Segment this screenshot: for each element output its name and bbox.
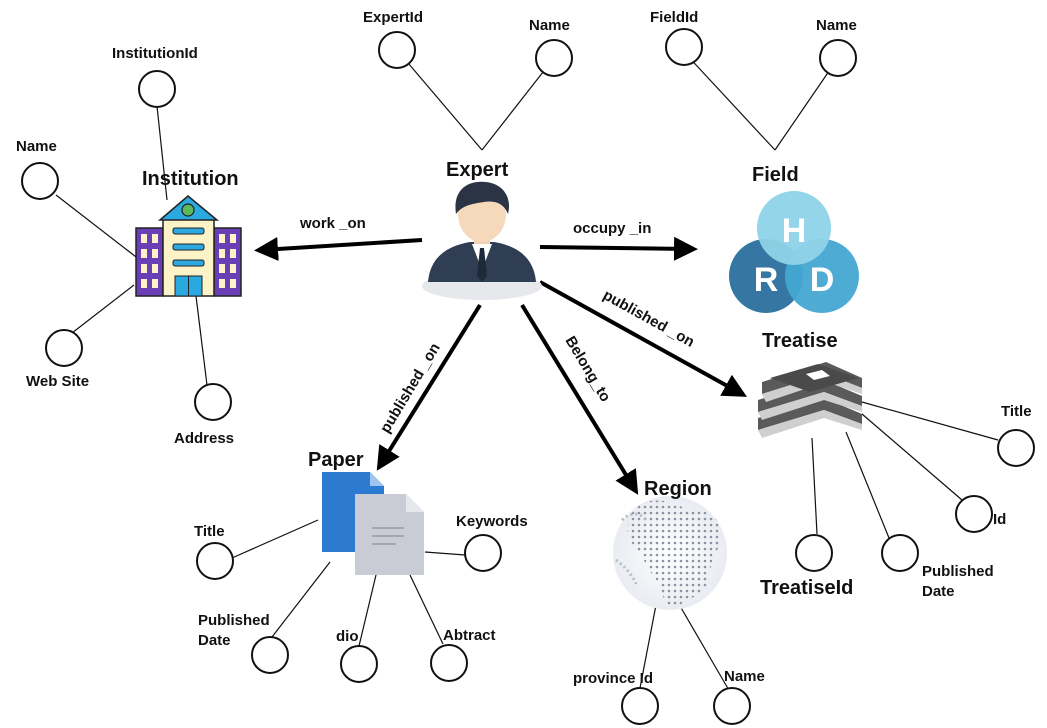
institution-id-line	[156, 105, 168, 201]
institution-website-node	[45, 329, 83, 367]
paper-dio-label: dio	[336, 628, 359, 645]
relationship-arrows	[254, 236, 747, 495]
paper-date-node	[251, 636, 289, 674]
institution-name-label: Name	[16, 138, 57, 155]
paper-abstract-line	[409, 574, 444, 645]
paper-date-line	[271, 561, 331, 638]
field-id-line	[683, 51, 776, 151]
institution-address-label: Address	[174, 430, 234, 447]
treatise-treatiseid-line	[811, 437, 818, 535]
attribute-lines	[55, 49, 999, 693]
expert-label: Expert	[446, 159, 509, 181]
occupy-in-label: occupy _in	[573, 220, 651, 237]
institution-name-node	[21, 162, 59, 200]
belong-to-arrow	[520, 303, 639, 495]
paper-abstract-label: Abtract	[443, 627, 496, 644]
field-id-label: FieldId	[650, 9, 698, 26]
field-name-node	[819, 39, 857, 77]
paper-date-label-2: Date	[198, 632, 231, 649]
published-on-treatise-arrow	[539, 280, 747, 397]
institution-id-node	[138, 70, 176, 108]
institution-name-line	[55, 194, 141, 261]
institution-label: Institution	[142, 168, 239, 190]
region-province-line	[639, 604, 657, 689]
institution-icon	[135, 195, 242, 297]
expert-id-line	[396, 49, 483, 151]
attribute-nodes	[21, 28, 1035, 725]
region-label: Region	[644, 478, 712, 500]
paper-abstract-node	[430, 644, 468, 682]
region-name-label: Name	[724, 668, 765, 685]
expert-icon	[422, 181, 542, 300]
paper-title-node	[196, 542, 234, 580]
paper-keywords-label: Keywords	[456, 513, 528, 530]
region-province-node	[621, 687, 659, 725]
published-on-paper-arrow	[376, 303, 482, 471]
treatise-treatiseid-label: TreatiseId	[760, 577, 853, 599]
paper-label: Paper	[308, 449, 364, 471]
institution-address-node	[194, 383, 232, 421]
region-province-label: province Id	[573, 670, 653, 687]
field-label: Field	[752, 164, 799, 186]
treatise-date-node	[881, 534, 919, 572]
occupy-in-arrow	[539, 236, 698, 261]
institution-id-label: InstitutionId	[112, 45, 198, 62]
expert-name-node	[535, 39, 573, 77]
region-icon	[613, 496, 727, 610]
region-name-line	[679, 605, 731, 693]
paper-keywords-line	[424, 551, 466, 556]
paper-title-line	[231, 519, 319, 559]
belong-to-label: Belong_to	[562, 333, 614, 405]
treatise-treatiseid-node	[795, 534, 833, 572]
work-on-arrow	[254, 237, 423, 261]
field-icon-h: H	[782, 212, 807, 250]
treatise-date-line	[845, 431, 890, 539]
field-icon: H R D	[729, 191, 859, 313]
region-name-node	[713, 687, 751, 725]
paper-icon	[322, 472, 424, 575]
treatise-date-label-1: Published	[922, 563, 994, 580]
field-icon-d: D	[810, 261, 835, 299]
treatise-label: Treatise	[762, 330, 838, 352]
paper-keywords-node	[464, 534, 502, 572]
treatise-id-line	[861, 413, 963, 501]
institution-website-line	[71, 284, 135, 334]
attribute-labels: ExpertId Name FieldId Name InstitutionId…	[16, 9, 1032, 687]
paper-dio-line	[358, 574, 377, 647]
institution-address-line	[195, 295, 208, 386]
published-on-paper-label: published _on	[377, 340, 444, 436]
expert-name-line	[481, 57, 555, 151]
paper-dio-node	[340, 645, 378, 683]
treatise-title-line	[861, 401, 999, 441]
field-icon-r: R	[754, 261, 779, 299]
treatise-id-node	[955, 495, 993, 533]
expert-name-label: Name	[529, 17, 570, 34]
treatise-title-label: Title	[1001, 403, 1032, 420]
field-name-label: Name	[816, 17, 857, 34]
paper-date-label-1: Published	[198, 612, 270, 629]
field-id-node	[665, 28, 703, 66]
work-on-label: work _on	[299, 215, 366, 232]
treatise-id-label: Id	[993, 511, 1006, 528]
treatise-title-node	[997, 429, 1035, 467]
treatise-icon	[758, 362, 862, 438]
expert-id-label: ExpertId	[363, 9, 423, 26]
institution-website-label: Web Site	[26, 373, 89, 390]
treatise-date-label-2: Date	[922, 583, 955, 600]
expert-id-node	[378, 31, 416, 69]
paper-title-label: Title	[194, 523, 225, 540]
